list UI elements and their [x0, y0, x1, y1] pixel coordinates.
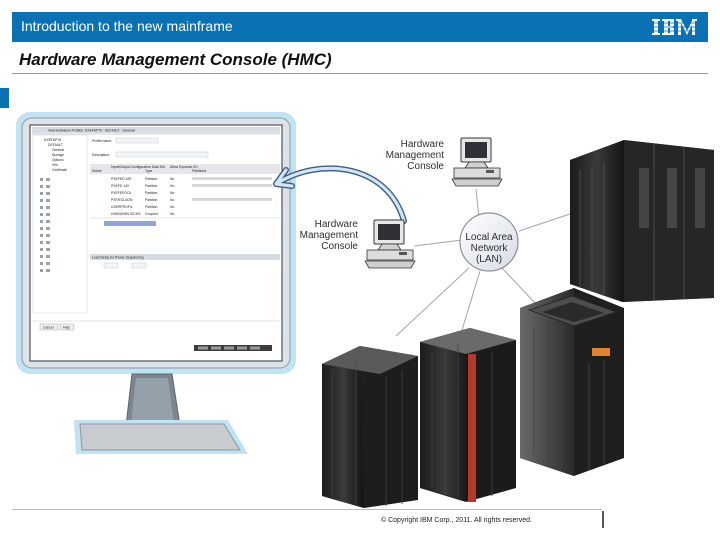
svg-text:Coupled: Coupled — [145, 212, 158, 216]
tree-item: DXEFAP76 — [44, 138, 61, 142]
hmc-computer-top — [451, 137, 503, 187]
svg-text:No: No — [170, 205, 174, 209]
svg-text:UNKNOWN IOCDS: UNKNOWN IOCDS — [111, 212, 141, 216]
table-header: Input/Output Configuration Data Set — [111, 165, 165, 169]
iocds-table: Select Input/Output Configuration Data S… — [90, 164, 280, 226]
table-row: PXEFED 10E Partition No — [111, 177, 272, 181]
svg-text:Console: Console — [321, 241, 358, 252]
header-bar: Introduction to the new mainframe — [12, 12, 708, 42]
help-button[interactable] — [59, 323, 75, 331]
lan-label: (LAN) — [476, 254, 502, 265]
tree-panel: DXEFAP76 DEFAULT General Storage Options… — [32, 134, 88, 314]
tree-item: Vfm — [52, 163, 58, 167]
curved-arrow — [273, 165, 407, 224]
tree-item: Certificate — [52, 168, 67, 172]
table-header: Select — [92, 169, 101, 173]
table-row: USERPROFIL Partition No — [111, 205, 174, 209]
svg-text:Management: Management — [386, 150, 445, 161]
svg-text:Hardware: Hardware — [401, 139, 445, 150]
hmc-diagram: View Activation Profiles: DXEFAP76 : DEF… — [16, 112, 714, 508]
svg-text:Management: Management — [300, 230, 359, 241]
svg-text:Partition: Partition — [145, 205, 158, 209]
svg-text:USERPROFIL: USERPROFIL — [111, 205, 133, 209]
profile-label: Profile name: — [92, 139, 112, 143]
svg-text:Partition: Partition — [145, 198, 158, 202]
tree-item: DEFAULT — [48, 143, 63, 147]
svg-text:Hardware: Hardware — [315, 219, 359, 230]
footer-divider — [12, 509, 602, 510]
slide-title: Hardware Management Console (HMC) — [19, 50, 332, 69]
svg-text:Partition: Partition — [145, 177, 158, 181]
table-row: UNKNOWN IOCDS Coupled No — [111, 212, 174, 216]
svg-text:PXEFEPOOL: PXEFEPOOL — [111, 191, 132, 195]
svg-text:No: No — [170, 212, 174, 216]
window-title: View Activation Profiles: DXEFAP76 : DEF… — [48, 129, 135, 133]
table-header: Allow Dynamic I/O — [170, 165, 198, 169]
mainframe-left — [322, 346, 418, 508]
lan-label: Network — [471, 243, 509, 254]
cancel-button-label: Cancel — [43, 326, 54, 330]
mainframe-tower-right — [570, 140, 714, 302]
tree-item: Options — [52, 158, 64, 162]
lan-connections — [395, 188, 583, 337]
screen-content: View Activation Profiles: DXEFAP76 : DEF… — [32, 127, 280, 331]
svg-text:No: No — [170, 198, 174, 202]
title-divider — [12, 73, 708, 74]
svg-text:No: No — [170, 191, 174, 195]
cancel-button[interactable] — [39, 323, 59, 331]
footer-tick — [602, 511, 604, 528]
table-row: PXEFEPOOL Partition No — [111, 191, 174, 195]
hmc-label-left: Hardware Management Console — [300, 219, 359, 252]
tree-item: General — [52, 148, 64, 152]
section-label: Load Delay for Power Sequencing — [92, 256, 144, 260]
table-row: PSF/ECLAON Partition No — [111, 198, 272, 202]
mainframe-open-rack — [520, 288, 624, 476]
lan-node: Local Area Network (LAN) — [459, 212, 519, 272]
svg-text:Partition: Partition — [145, 191, 158, 195]
svg-text:Console: Console — [407, 161, 444, 172]
accent-marker — [0, 88, 9, 108]
lan-label: Local Area — [465, 232, 513, 243]
course-title: Introduction to the new mainframe — [21, 18, 233, 34]
hmc-label-top: Hardware Management Console — [386, 139, 445, 172]
svg-text:PXEFED 10E: PXEFED 10E — [111, 177, 132, 181]
tree-item: Storage — [52, 153, 64, 157]
table-header: Type — [145, 169, 152, 173]
hmc-computer-left — [364, 219, 416, 269]
description-label: Description: — [92, 153, 110, 157]
svg-text:Partition: Partition — [145, 184, 158, 188]
ibm-logo — [652, 19, 698, 35]
help-button-label: Help — [63, 326, 70, 330]
svg-text:PSF/ECLAON: PSF/ECLAON — [111, 198, 133, 202]
svg-text:No: No — [170, 184, 174, 188]
svg-text:No: No — [170, 177, 174, 181]
table-header: Partitions — [192, 169, 206, 173]
mainframe-center — [420, 328, 516, 502]
table-row: PXEFD 140 Partition No — [111, 184, 272, 188]
svg-text:PXEFD 140: PXEFD 140 — [111, 184, 129, 188]
copyright-text: © Copyright IBM Corp., 2011. All rights … — [381, 517, 532, 524]
